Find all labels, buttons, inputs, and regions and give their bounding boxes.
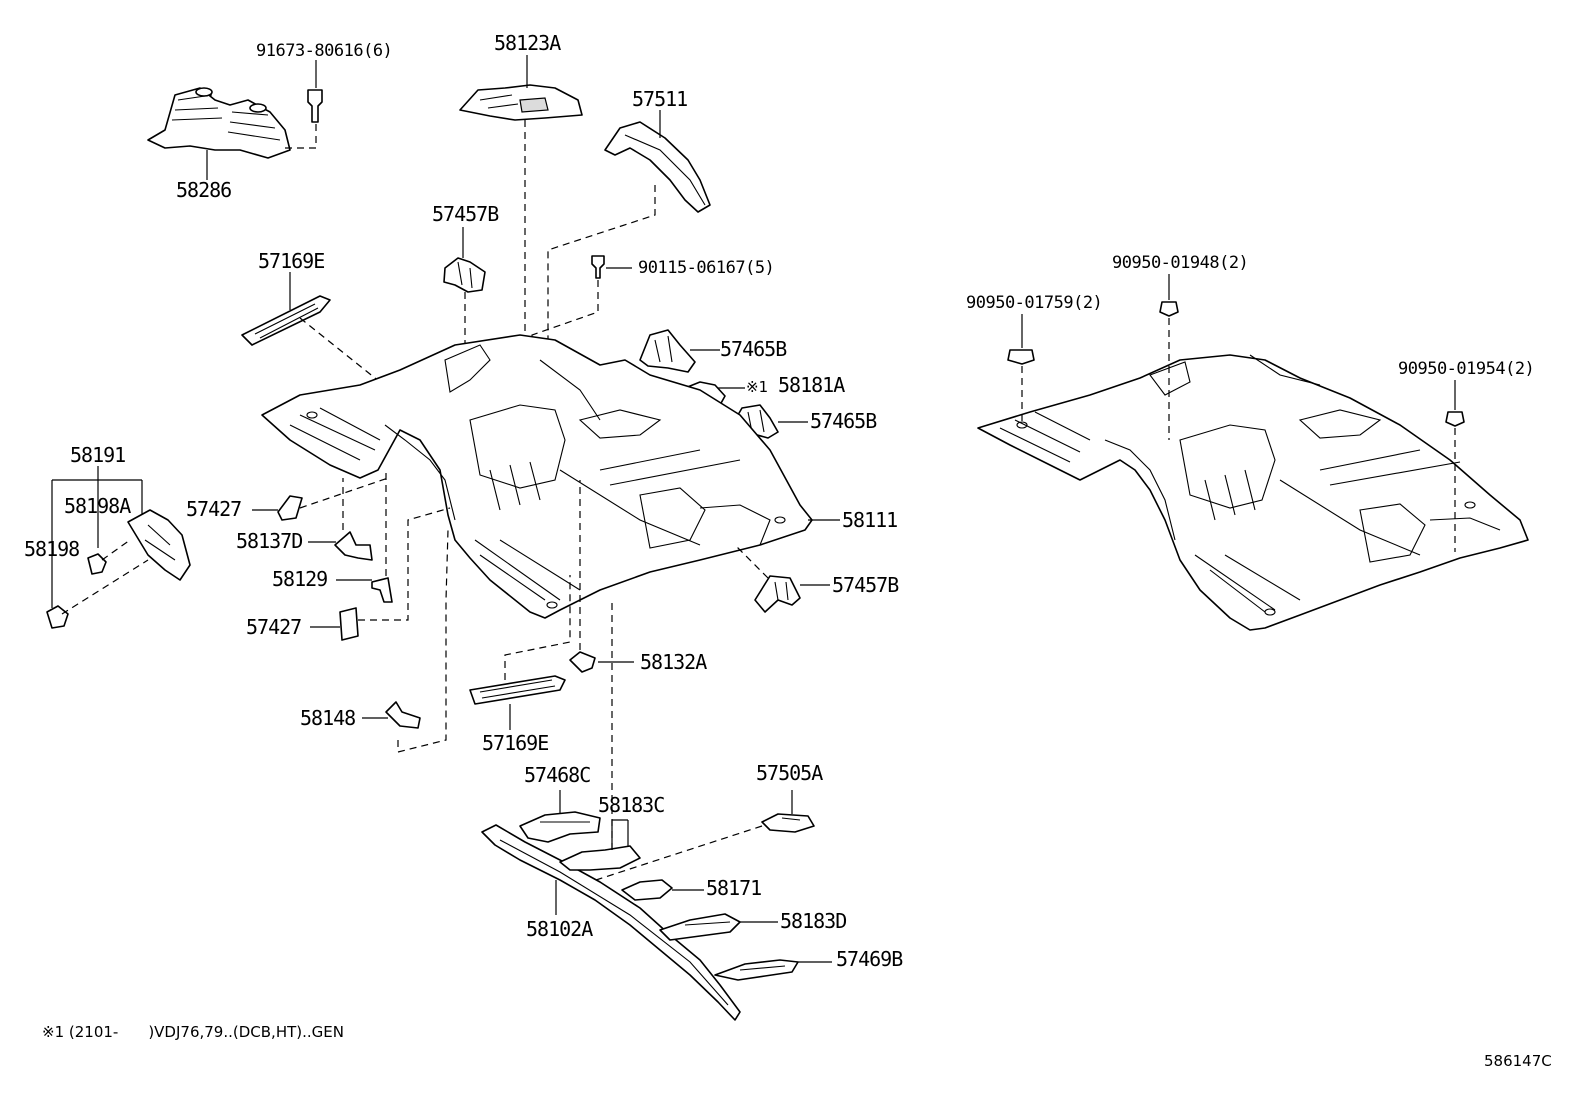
label-58183C: 58183C: [598, 793, 664, 817]
label-58191: 58191: [70, 443, 125, 467]
label-90115: 90115-06167(5): [638, 258, 774, 278]
bracket-57468C: [519, 811, 601, 843]
rail-57169E-lower: [469, 675, 566, 705]
bracket-58191: [127, 509, 191, 581]
floor-panel-right: [977, 354, 1529, 631]
label-58183D: 58183D: [780, 909, 846, 933]
label-57427-2: 57427: [246, 615, 301, 639]
bracket-58183C: [559, 845, 641, 871]
nut-90950-01759: [1007, 349, 1035, 365]
pad-57427-1: [277, 495, 303, 521]
label-57511: 57511: [632, 87, 687, 111]
label-58132A: 58132A: [640, 650, 707, 674]
bracket-58132A: [569, 651, 596, 673]
rail-57169E-top: [241, 295, 331, 346]
label-58148: 58148: [300, 706, 355, 730]
label-58123A: 58123A: [494, 31, 561, 55]
bracket-58171: [621, 879, 673, 901]
label-58102A: 58102A: [526, 917, 593, 941]
label-58286: 58286: [176, 178, 231, 202]
label-58198A: 58198A: [64, 494, 131, 518]
label-91673: 91673-80616(6): [256, 41, 392, 61]
label-57457B-lower: 57457B: [832, 573, 899, 597]
pad-57427-2: [339, 607, 359, 641]
bracket-57457B-top: [443, 257, 486, 293]
label-90950-01948: 90950-01948(2): [1112, 253, 1248, 273]
label-57465B-1: 57465B: [720, 337, 787, 361]
footnote: ※1 (2101- )VDJ76,79..(DCB,HT)..GEN: [42, 1023, 344, 1041]
bracket-57465B-1: [639, 329, 696, 373]
label-58198: 58198: [24, 537, 79, 561]
label-58181A: 58181A: [778, 373, 845, 397]
label-90950-01954: 90950-01954(2): [1398, 359, 1534, 379]
bolt-91673: [307, 89, 323, 123]
label-58181A-mark: ※1: [746, 378, 768, 396]
clip-58198: [46, 605, 69, 629]
bracket-57469B: [714, 959, 799, 981]
label-58129: 58129: [272, 567, 327, 591]
shift-boot-58286: [147, 87, 291, 159]
nut-90950-01948: [1159, 301, 1179, 317]
bracket-58148: [385, 701, 421, 729]
label-57169E-top: 57169E: [258, 249, 324, 273]
label-57457B-top: 57457B: [432, 202, 499, 226]
label-58171: 58171: [706, 876, 761, 900]
bracket-58137D: [334, 531, 373, 561]
label-57505A: 57505A: [756, 761, 823, 785]
label-57169E-lower: 57169E: [482, 731, 548, 755]
clip-58198A: [87, 553, 107, 575]
bracket-58183D: [659, 913, 741, 941]
label-57465B-2: 57465B: [810, 409, 877, 433]
floor-panel-58111: [261, 334, 813, 619]
label-57469B: 57469B: [836, 947, 903, 971]
drawing-code: 586147C: [1484, 1052, 1552, 1070]
nut-90950-01954: [1445, 411, 1465, 427]
label-57468C: 57468C: [524, 763, 590, 787]
label-90950-01759: 90950-01759(2): [966, 293, 1102, 313]
label-57427-1: 57427: [186, 497, 241, 521]
bracket-58129: [371, 577, 393, 603]
cover-58123A: [459, 84, 583, 121]
label-58111: 58111: [842, 508, 897, 532]
bracket-57457B-lower: [754, 575, 801, 613]
label-58137D: 58137D: [236, 529, 302, 553]
bracket-57505A: [761, 813, 815, 833]
bolt-90115: [591, 255, 605, 279]
bracket-57511: [604, 121, 711, 213]
